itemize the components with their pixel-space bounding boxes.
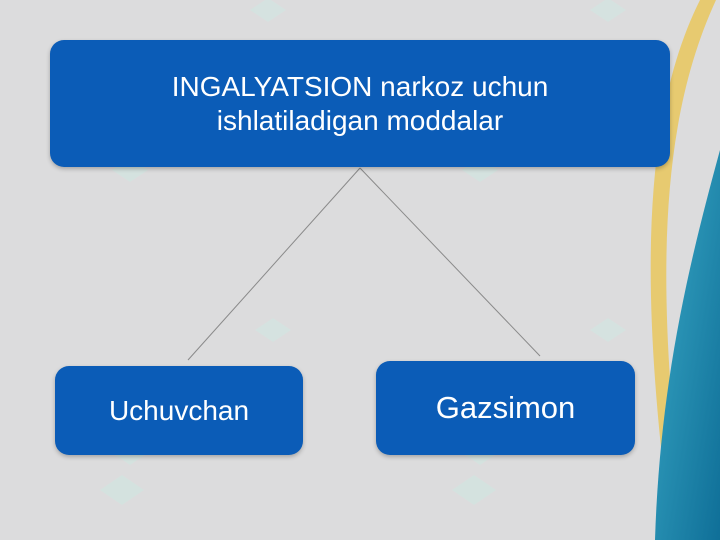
connector-left — [187, 167, 361, 361]
root-node: INGALYATSION narkoz uchun ishlatiladigan… — [50, 40, 670, 167]
child-node-label: Gazsimon — [435, 390, 576, 425]
root-node-line-1: INGALYATSION narkoz uchun — [171, 70, 549, 102]
child-node-uchuvchan: Uchuvchan — [55, 366, 303, 455]
child-node-label: Uchuvchan — [108, 394, 250, 426]
child-node-gazsimon: Gazsimon — [376, 361, 635, 455]
teal-wave — [655, 150, 720, 540]
root-node-line-2: ishlatiladigan moddalar — [216, 104, 504, 136]
connector-right — [359, 167, 541, 357]
